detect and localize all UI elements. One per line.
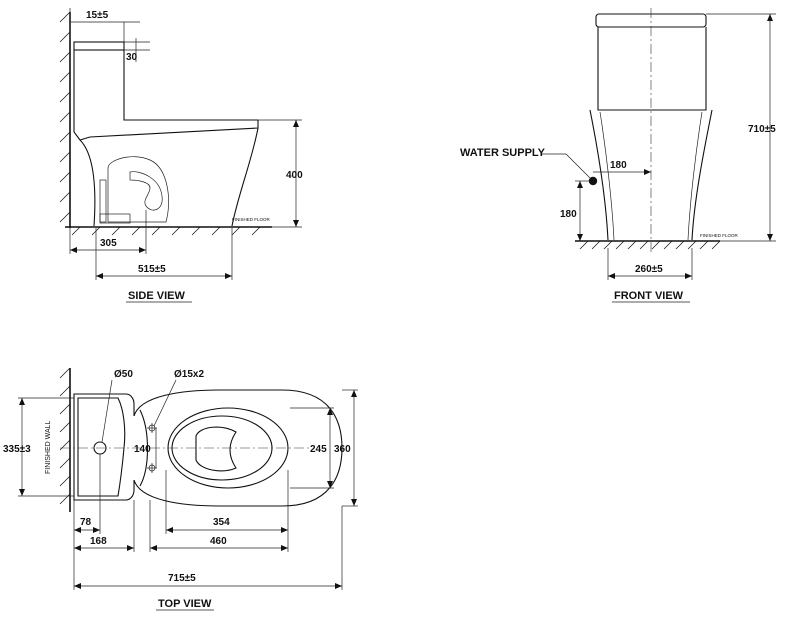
side-view-title: SIDE VIEW <box>128 290 185 302</box>
side-lid <box>73 41 125 51</box>
front-dim-supply-height: 180 <box>560 209 577 220</box>
water-supply-point <box>588 176 598 186</box>
front-view: FINISHED FLOOR WATER SUPPLY 180 180 710±… <box>460 8 776 303</box>
water-supply-leader <box>542 153 591 179</box>
side-tank-back <box>73 50 81 141</box>
side-dim-wall-gap: 15±5 <box>86 10 109 21</box>
front-dim-base-width: 260±5 <box>635 264 663 275</box>
front-bowl-inner-left <box>599 111 615 241</box>
top-tank-inner <box>77 397 126 497</box>
top-view: FINISHED WALL Ø50 Ø15x2 335±3 140 <box>3 367 358 611</box>
front-bowl-right <box>691 109 713 241</box>
top-wall-label: FINISHED WALL <box>45 420 52 474</box>
top-dim-flush-hole: Ø50 <box>114 369 133 380</box>
front-view-title: FRONT VIEW <box>614 290 684 302</box>
top-outline <box>73 389 343 507</box>
front-dim-supply-offset: 180 <box>610 160 627 171</box>
side-wall-hatch <box>59 11 71 223</box>
side-bowl-front <box>231 127 259 227</box>
top-bowl-water <box>195 426 237 472</box>
front-tank <box>597 27 707 111</box>
front-floor-label: FINISHED FLOOR <box>700 233 739 238</box>
top-view-title: TOP VIEW <box>158 598 212 610</box>
front-bowl-left <box>589 109 609 241</box>
top-dim-total-length: 715±5 <box>168 573 196 584</box>
side-floor-label: FINISHED FLOOR <box>232 217 271 222</box>
dimension-arrowheads <box>19 14 773 589</box>
side-trap-bend <box>129 171 163 211</box>
top-dim-bowl-length: 460 <box>210 536 227 547</box>
front-floor-hatch <box>579 240 721 250</box>
side-seat-line <box>79 120 259 141</box>
top-dim-hole-spacing: 140 <box>134 444 151 455</box>
side-floor-hatch <box>71 226 261 236</box>
top-wall-hatch <box>59 367 71 505</box>
front-bowl-inner-right <box>687 111 703 241</box>
fixing-hole-top <box>147 423 157 433</box>
side-bowl-back <box>79 139 96 227</box>
top-dim-wall-to-tank: 168 <box>90 536 107 547</box>
water-supply-label: WATER SUPPLY <box>460 147 546 159</box>
side-outlet-flange <box>99 213 131 224</box>
top-tank-edge <box>139 409 148 487</box>
top-dim-total-width: 360 <box>334 444 351 455</box>
side-dim-outlet: 305 <box>100 238 117 249</box>
front-dim-total-height: 710±5 <box>748 124 776 135</box>
side-drain-pipe <box>99 179 107 223</box>
top-dim-tank-width: 335±3 <box>3 444 31 455</box>
side-dim-height: 400 <box>286 170 303 181</box>
side-trapway <box>107 156 169 223</box>
side-dim-lid-step: 30 <box>126 52 138 63</box>
top-dim-wall-to-hole: 78 <box>80 517 92 528</box>
side-dim-depth: 515±5 <box>138 264 166 275</box>
fixing-hole-bottom <box>147 463 157 473</box>
side-view: 15±5 30 400 FINISHED FLOOR 305 515±5 SID… <box>59 8 303 303</box>
top-dim-fix-holes: Ø15x2 <box>174 369 204 380</box>
top-dim-bowl-opening: 354 <box>213 517 230 528</box>
top-dim-bowl-width: 245 <box>310 444 327 455</box>
side-tank-front <box>123 50 258 121</box>
